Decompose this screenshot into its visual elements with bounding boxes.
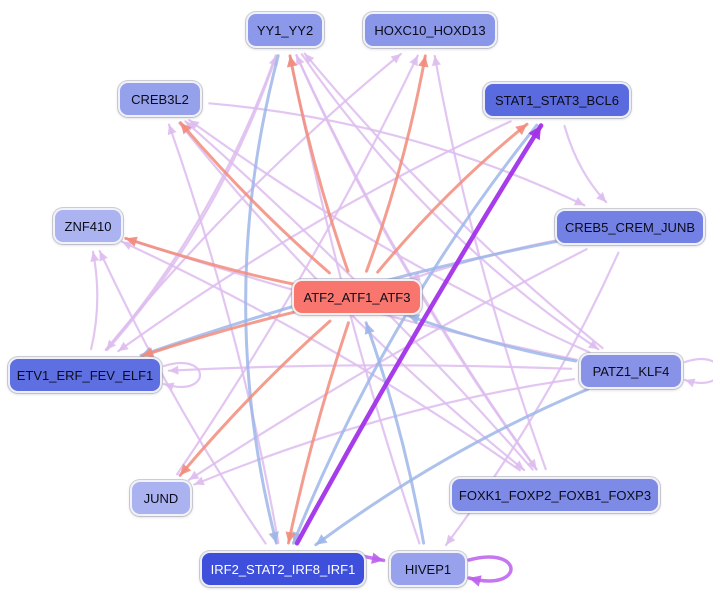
edge-PATZ1-IRF2[interactable] (314, 387, 590, 547)
node-CREB3L2[interactable]: CREB3L2 (118, 81, 202, 117)
node-label: JUND (143, 490, 179, 506)
node-label: HOXC10_HOXD13 (374, 22, 486, 38)
arrowhead (296, 55, 305, 66)
arrowhead (588, 340, 599, 350)
arrowhead (180, 463, 192, 476)
node-label: ZNF410 (64, 218, 112, 234)
edge-IRF2-CREB3L2[interactable] (167, 123, 280, 545)
node-ZNF410[interactable]: ZNF410 (53, 208, 123, 244)
arrowhead (418, 55, 429, 68)
arrowhead (515, 124, 527, 136)
node-PATZ1[interactable]: PATZ1_KLF4 (579, 353, 683, 389)
node-label: ETV1_ERF_FEV_ELF1 (16, 367, 154, 383)
edge-ETV1-ZNF410[interactable] (90, 250, 99, 351)
edge-ATF2-ETV1[interactable] (141, 310, 299, 358)
arrowhead (528, 125, 542, 141)
arrowhead (268, 531, 279, 544)
arrowhead (685, 378, 696, 388)
arrowhead (164, 382, 175, 392)
arrowhead (188, 470, 200, 480)
self-loop-PATZ1[interactable] (683, 357, 713, 385)
edge-STAT1-ETV1[interactable] (117, 120, 512, 353)
edge-IRF2-STAT1[interactable] (294, 123, 544, 546)
arrowhead (118, 341, 129, 352)
node-HIVEP1[interactable]: HIVEP1 (389, 551, 467, 587)
arrowhead (90, 251, 100, 262)
edge-ATF2-IRF2[interactable] (287, 321, 350, 545)
arrowhead (469, 575, 482, 587)
node-label: IRF2_STAT2_IRF8_IRF1 (210, 561, 356, 577)
edge-CREB5-JUND[interactable] (187, 248, 588, 481)
edge-YY1-PATZ1[interactable] (300, 53, 600, 351)
edge-ATF2-YY1[interactable] (288, 54, 350, 273)
arrowhead (304, 53, 315, 64)
edge-ATF2-HOXC10[interactable] (365, 54, 427, 273)
arrowhead (364, 322, 375, 335)
edge-ETV1-YY1[interactable] (106, 54, 278, 351)
arrowhead (285, 531, 296, 543)
node-IRF2[interactable]: IRF2_STAT2_IRF8_IRF1 (200, 551, 366, 587)
arrowhead (180, 122, 192, 135)
node-ATF2[interactable]: ATF2_ATF1_ATF3 (292, 279, 422, 315)
node-label: STAT1_STAT3_BCL6 (494, 92, 620, 108)
arrowhead (315, 534, 328, 545)
edge-FOXK1-ZNF410[interactable] (121, 240, 521, 472)
arrowhead (431, 55, 441, 67)
arrowhead (390, 54, 401, 64)
edge-STAT1-CREB5[interactable] (563, 124, 608, 204)
node-HOXC10[interactable]: HOXC10_HOXD13 (363, 12, 497, 48)
node-JUND[interactable]: JUND (130, 480, 192, 516)
edge-FOXK1-YY1[interactable] (295, 54, 538, 471)
node-label: FOXK1_FOXP2_FOXB1_FOXP3 (458, 487, 652, 503)
edge-PATZ1-JUND[interactable] (193, 378, 576, 486)
arrowhead (194, 476, 205, 486)
node-label: PATZ1_KLF4 (592, 363, 670, 379)
arrowhead (125, 236, 138, 247)
edge-ATF2-STAT1[interactable] (376, 122, 529, 274)
edge-ATF2-ZNF410[interactable] (124, 236, 296, 286)
arrowhead (286, 55, 298, 68)
arrowhead (573, 197, 585, 206)
node-label: YY1_YY2 (256, 22, 314, 38)
edge-PATZ1-YY1[interactable] (303, 52, 604, 350)
edge-ATF2-CREB3L2[interactable] (179, 121, 331, 275)
arrowhead (371, 552, 384, 564)
arrowhead (168, 365, 179, 375)
arrowhead (409, 55, 418, 67)
self-loop-ETV1[interactable] (162, 361, 201, 389)
edge-PATZ1-ATF2[interactable] (406, 314, 578, 363)
edge-YY1-IRF2[interactable] (244, 54, 280, 545)
node-label: ATF2_ATF1_ATF3 (303, 289, 411, 305)
edge-IRF2-ZNF410[interactable] (98, 249, 267, 545)
node-label: CREB5_CREM_JUNB (564, 219, 696, 235)
self-loop-HIVEP1[interactable] (467, 555, 513, 583)
node-ETV1[interactable]: ETV1_ERF_FEV_ELF1 (8, 357, 162, 393)
edge-PATZ1-CREB3L2[interactable] (188, 119, 591, 354)
arrowhead (142, 347, 155, 358)
edge-JUND-HOXC10[interactable] (176, 54, 419, 476)
arrowhead (410, 271, 421, 281)
arrowhead (99, 251, 108, 262)
node-STAT1[interactable]: STAT1_STAT3_BCL6 (483, 82, 631, 118)
node-YY1[interactable]: YY1_YY2 (246, 12, 324, 48)
edge-HIVEP1-ATF2[interactable] (364, 321, 426, 545)
node-label: HIVEP1 (404, 561, 452, 577)
arrowhead (122, 241, 133, 250)
node-label: CREB3L2 (131, 91, 189, 107)
arrowhead (596, 192, 607, 203)
edge-CREB3L2-CREB5[interactable] (208, 102, 586, 207)
edge-ATF2-JUND[interactable] (178, 319, 332, 477)
edge-FOXK1-HOXC10[interactable] (433, 54, 547, 471)
edge-STAT1-IRF2[interactable] (291, 123, 539, 545)
node-CREB5[interactable]: CREB5_CREM_JUNB (555, 209, 705, 245)
arrowhead (446, 534, 456, 545)
arrowhead (185, 121, 196, 132)
arrowhead (408, 314, 421, 325)
node-FOXK1[interactable]: FOXK1_FOXP2_FOXB1_FOXP3 (450, 477, 660, 513)
arrowhead (167, 124, 177, 136)
